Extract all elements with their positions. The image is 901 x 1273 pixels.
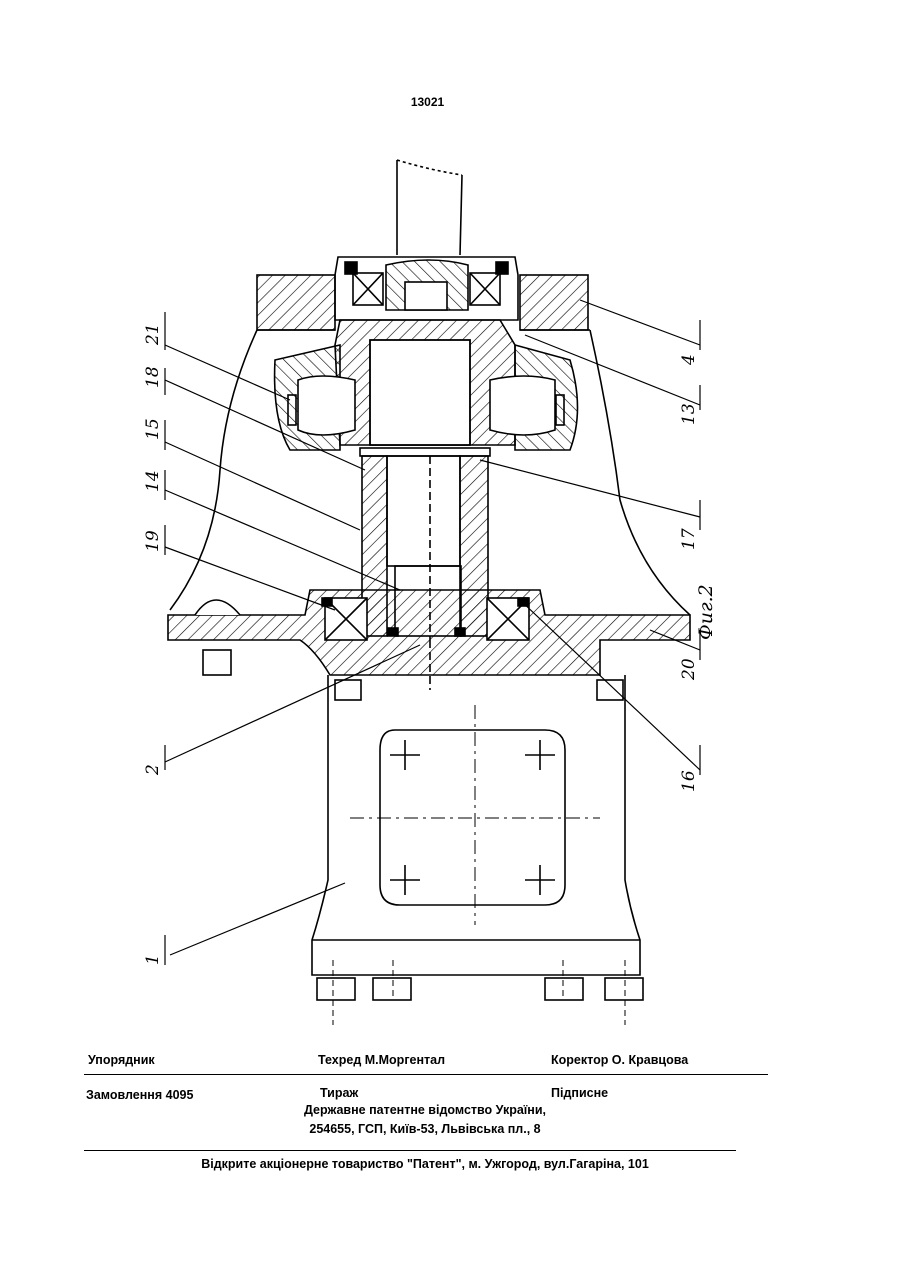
circulation-label: Тираж (320, 1086, 358, 1100)
divider-bottom (84, 1150, 736, 1151)
gear-housing (275, 320, 578, 450)
tech-editor-label: Техред М.Моргентал (318, 1053, 445, 1067)
callout-1: 1 (143, 954, 163, 965)
callout-19: 19 (143, 530, 163, 552)
publisher-line: Відкрите акціонерне товариство "Патент",… (100, 1157, 750, 1171)
subscription-label: Підписне (551, 1086, 608, 1100)
callout-15: 15 (143, 418, 163, 440)
patent-office: Державне патентне відомство України, (200, 1103, 650, 1117)
callout-2: 2 (143, 764, 163, 776)
callout-17: 17 (679, 528, 699, 550)
callout-4: 4 (679, 354, 699, 366)
callout-13: 13 (679, 403, 699, 425)
compiler-label: Упорядник (88, 1053, 155, 1067)
bottom-bolts (317, 960, 643, 1025)
callout-14: 14 (143, 470, 163, 492)
divider-top (84, 1074, 768, 1075)
callout-18: 18 (143, 366, 163, 388)
proofreader-label: Коректор О. Кравцова (551, 1053, 688, 1067)
base-plate (168, 590, 690, 700)
figure-label: Фиг.2 (695, 584, 717, 640)
top-cap (335, 257, 518, 320)
order-label: Замовлення 4095 (86, 1088, 193, 1102)
callout-20: 20 (679, 658, 699, 681)
office-address: 254655, ГСП, Київ-53, Львівська пл., 8 (200, 1122, 650, 1136)
technical-drawing: 21 18 15 14 19 2 1 4 13 17 20 16 Фиг.2 (0, 0, 901, 1050)
callout-21: 21 (143, 323, 163, 346)
upper-shaft (397, 160, 462, 255)
callout-16: 16 (679, 770, 699, 792)
